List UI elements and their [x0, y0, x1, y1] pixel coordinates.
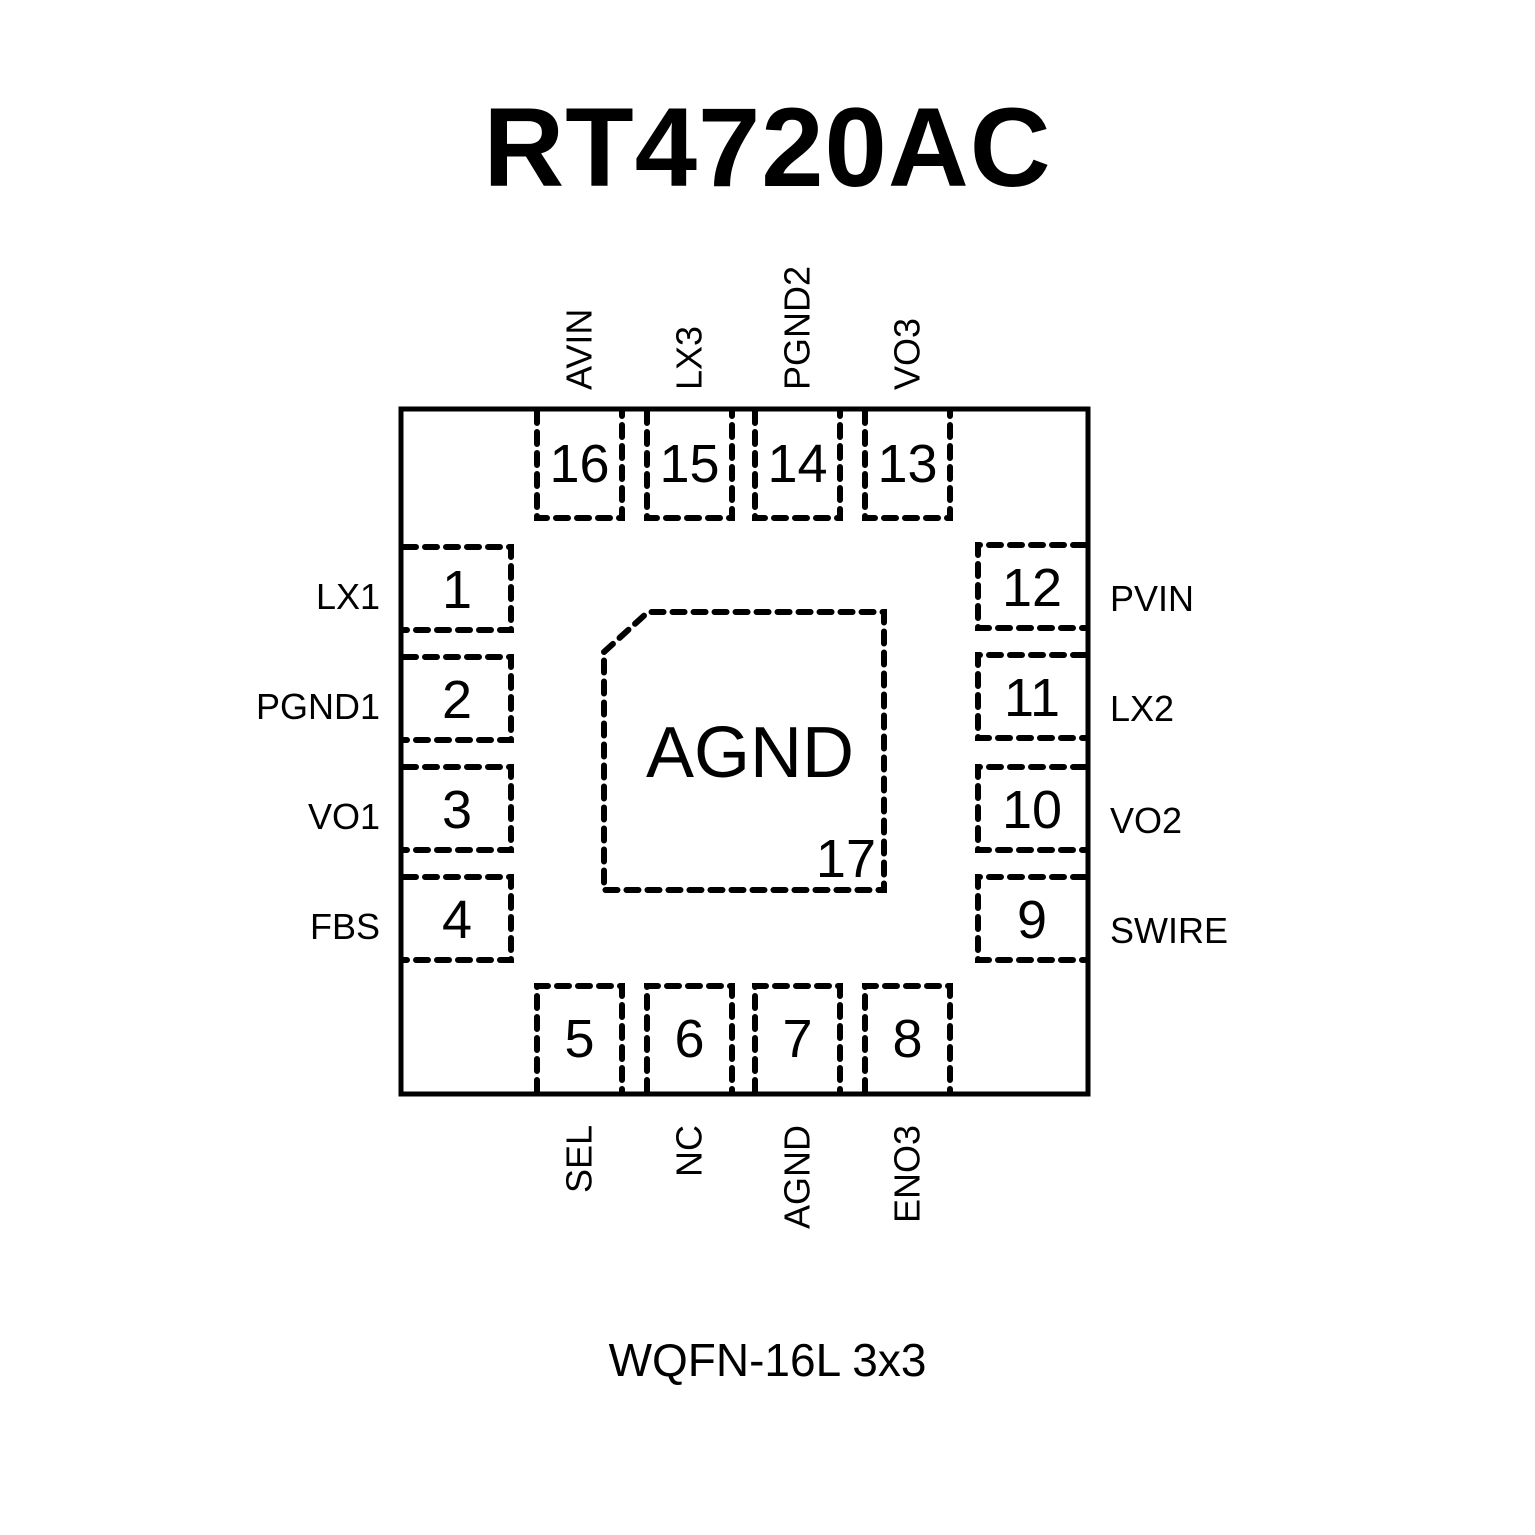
- pin-number: 8: [892, 1009, 922, 1069]
- pin-number: 10: [1002, 780, 1062, 840]
- pin-number: 5: [564, 1009, 594, 1069]
- pin-number: 3: [442, 780, 472, 840]
- pin-number: 4: [442, 890, 472, 950]
- exposed-pad-number: 17: [816, 829, 876, 889]
- pin-number: 11: [1004, 668, 1060, 728]
- package-outline: [398, 406, 1091, 1097]
- pin-name: PGND1: [256, 686, 380, 727]
- pin-name: LX2: [1110, 688, 1174, 729]
- pad-2: [401, 654, 514, 743]
- pin-number: 6: [674, 1009, 704, 1069]
- pad-14: [752, 408, 843, 521]
- pin-name: LX3: [669, 326, 710, 390]
- pad-5: [534, 983, 625, 1095]
- pin-number: 2: [442, 670, 472, 730]
- pad-7: [752, 983, 843, 1095]
- chip-part-number: RT4720AC: [483, 85, 1052, 210]
- exposed-pad-name: AGND: [646, 713, 854, 793]
- pin-name: FBS: [310, 906, 380, 947]
- exposed-pad-outline: [601, 609, 887, 893]
- pin-name: ENO3: [887, 1125, 928, 1223]
- pin-name: SEL: [559, 1125, 600, 1193]
- pin-number: 16: [549, 434, 609, 494]
- pin-name: LX1: [316, 576, 380, 617]
- pad-10: [975, 764, 1088, 853]
- pin-number: 15: [659, 434, 719, 494]
- pad-13: [862, 408, 953, 521]
- pad-1: [401, 544, 514, 633]
- pin-name: SWIRE: [1110, 910, 1228, 951]
- pad-15: [644, 408, 735, 521]
- pad-12: [975, 542, 1088, 631]
- pad-8: [862, 983, 953, 1095]
- pin-name: PVIN: [1110, 578, 1194, 619]
- pin-name: PGND2: [777, 266, 818, 390]
- pad-3: [401, 764, 514, 853]
- pin-name: AVIN: [559, 309, 600, 390]
- pin-name: AGND: [777, 1125, 818, 1229]
- pin-name: NC: [669, 1125, 710, 1177]
- pin-number: 12: [1002, 558, 1062, 618]
- pin-number: 7: [782, 1009, 812, 1069]
- pin-number: 13: [877, 434, 937, 494]
- pin-name: VO2: [1110, 800, 1182, 841]
- pad-9: [975, 874, 1088, 963]
- pin-name: VO1: [308, 796, 380, 837]
- pad-11: [975, 652, 1088, 741]
- pin-number: 14: [767, 434, 827, 494]
- pad-4: [401, 874, 514, 963]
- pin-number: 9: [1017, 890, 1047, 950]
- pad-16: [534, 408, 625, 521]
- pin-number: 1: [442, 560, 472, 620]
- pin-name: VO3: [887, 318, 928, 390]
- package-label: WQFN-16L 3x3: [608, 1334, 927, 1386]
- pad-6: [644, 983, 735, 1095]
